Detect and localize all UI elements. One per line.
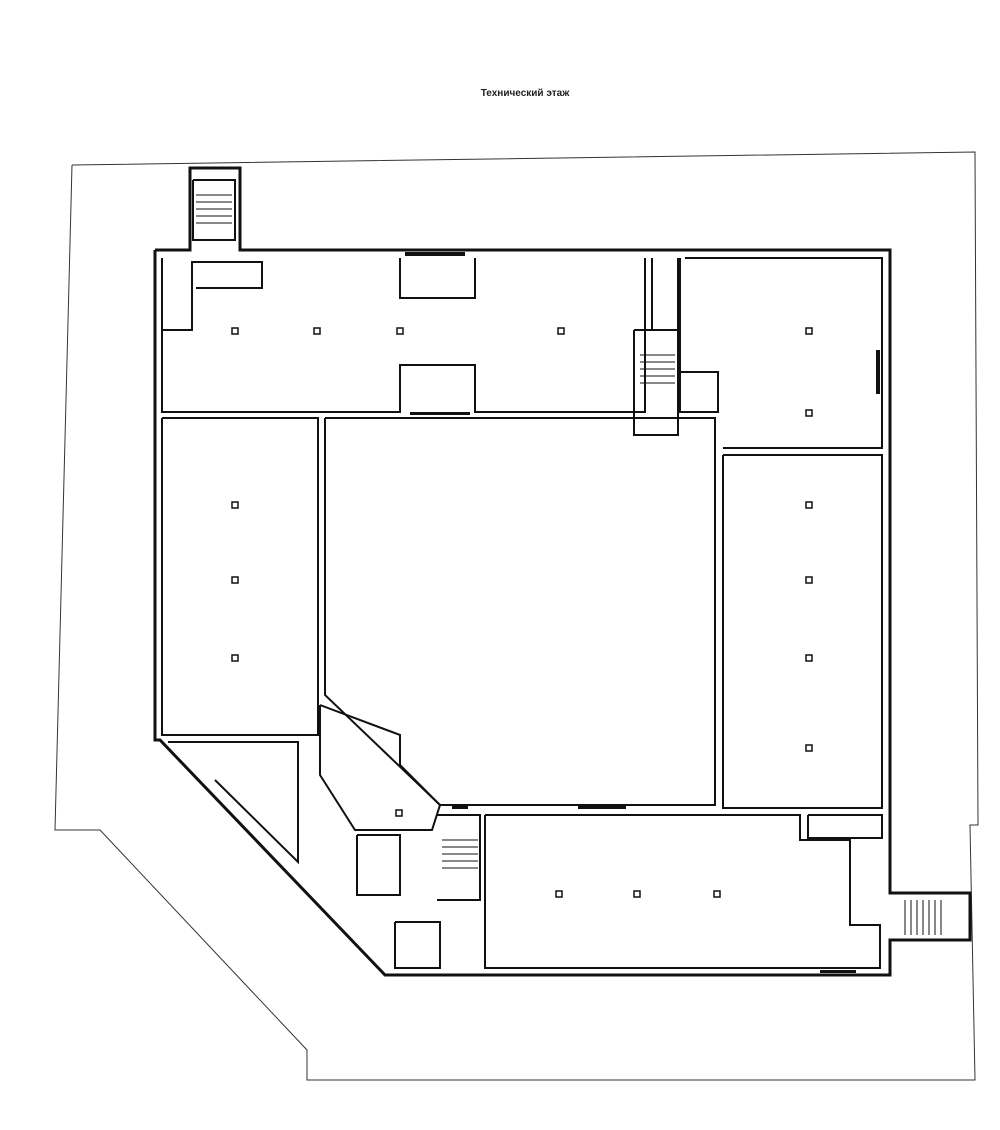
plan-title: Технический этаж xyxy=(480,88,570,99)
columns xyxy=(231,327,813,898)
stairs xyxy=(196,194,942,935)
windows xyxy=(405,252,880,973)
exterior-walls xyxy=(153,166,972,977)
site-boundary xyxy=(54,151,979,1081)
interior-walls xyxy=(161,179,883,969)
